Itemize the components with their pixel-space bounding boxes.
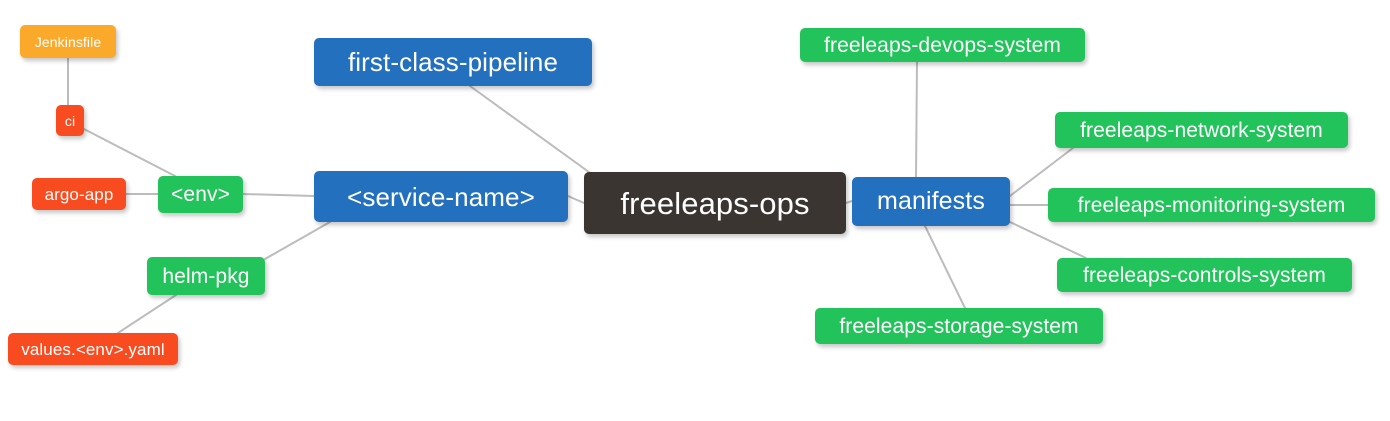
node-freeleaps-network-system[interactable]: freeleaps-network-system (1055, 112, 1348, 148)
node-label-env: <env> (171, 183, 230, 206)
edge-manifests-to-freeleaps-devops-system (915, 61, 918, 178)
node-helm-pkg[interactable]: helm-pkg (147, 257, 265, 295)
node-first-class-pipeline[interactable]: first-class-pipeline (314, 38, 592, 86)
node-freeleaps-storage-system[interactable]: freeleaps-storage-system (815, 308, 1103, 344)
edge-service-name-to-helm-pkg (264, 221, 331, 260)
node-jenkinsfile[interactable]: Jenkinsfile (20, 25, 116, 58)
edge-manifests-to-freeleaps-storage-system (924, 225, 966, 309)
edge-freeleaps-ops-to-service-name (567, 195, 585, 204)
node-service-name[interactable]: <service-name> (314, 171, 568, 222)
node-label-first-class-pipeline: first-class-pipeline (347, 47, 559, 77)
node-argo-app[interactable]: argo-app (32, 178, 126, 210)
node-label-freeleaps-storage-system: freeleaps-storage-system (839, 314, 1079, 338)
edge-manifests-to-freeleaps-controls-system (1009, 221, 1087, 259)
node-label-ci: ci (64, 112, 76, 129)
edge-service-name-to-env (242, 193, 315, 197)
node-label-freeleaps-ops: freeleaps-ops (620, 185, 810, 221)
node-values-env-yaml[interactable]: values.<env>.yaml (8, 333, 178, 365)
node-env[interactable]: <env> (158, 176, 243, 213)
node-label-jenkinsfile: Jenkinsfile (34, 33, 102, 50)
node-freeleaps-monitoring-system[interactable]: freeleaps-monitoring-system (1048, 188, 1375, 222)
node-freeleaps-controls-system[interactable]: freeleaps-controls-system (1057, 258, 1352, 292)
node-ci[interactable]: ci (56, 105, 84, 136)
node-label-freeleaps-monitoring-system: freeleaps-monitoring-system (1077, 193, 1346, 217)
edge-freeleaps-ops-to-first-class-pipeline (469, 85, 594, 176)
node-label-service-name: <service-name> (347, 181, 535, 212)
node-label-argo-app: argo-app (44, 184, 114, 204)
node-label-freeleaps-controls-system: freeleaps-controls-system (1083, 263, 1326, 287)
node-freeleaps-devops-system[interactable]: freeleaps-devops-system (800, 28, 1085, 62)
node-label-manifests: manifests (877, 187, 985, 215)
node-freeleaps-ops[interactable]: freeleaps-ops (584, 172, 846, 234)
node-label-helm-pkg: helm-pkg (162, 264, 250, 288)
node-manifests[interactable]: manifests (852, 177, 1010, 226)
node-label-values-env-yaml: values.<env>.yaml (21, 339, 165, 359)
edge-helm-pkg-to-values-env-yaml (117, 294, 177, 334)
edge-env-to-ci (83, 128, 176, 177)
node-label-freeleaps-devops-system: freeleaps-devops-system (824, 33, 1061, 57)
node-label-freeleaps-network-system: freeleaps-network-system (1080, 118, 1323, 142)
